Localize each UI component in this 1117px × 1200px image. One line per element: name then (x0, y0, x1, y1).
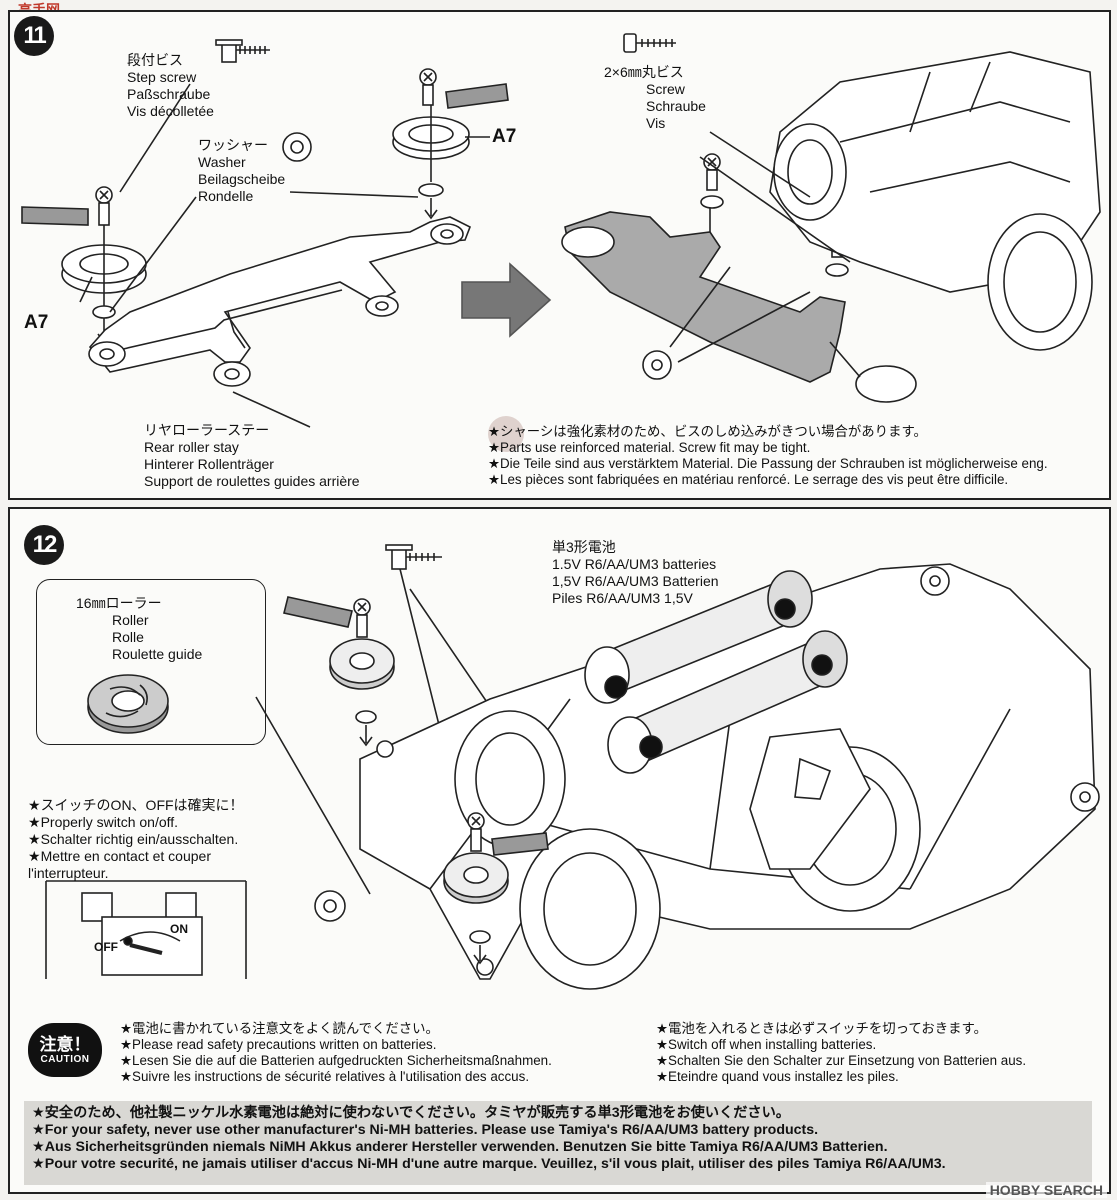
a7-roller-right (392, 105, 470, 182)
switch-notes: スイッチのON、OFFは確実に！ Properly switch on/off.… (28, 797, 244, 882)
step-12-badge: 12 (24, 525, 64, 565)
battery-bottom (607, 630, 848, 774)
switch-on-label: ON (170, 922, 188, 936)
a7-roller-left (61, 225, 147, 312)
grease-tube-icon (445, 83, 509, 109)
grease-tube-lower-icon (491, 832, 549, 856)
washer-icon (282, 132, 312, 162)
step-screw-icon (385, 544, 442, 570)
roller-label: 16㎜ローラー Roller Rolle Roulette guide (76, 595, 203, 662)
roller-inset (36, 579, 266, 745)
chassis (359, 563, 1100, 990)
step-11-badge: 11 (14, 16, 54, 56)
battery-warning-box: 安全のため、他社製ニッケル水素電池は絶対に使わないでください。タミヤが販売する単… (24, 1101, 1092, 1185)
roller-16mm-icon (87, 674, 169, 734)
caution-notes-left: 電池に書かれている注意文をよく読んでください。Please read safet… (120, 1021, 552, 1085)
battery-warning-text: 安全のため、他社製ニッケル水素電池は絶対に使わないでください。タミヤが販売する単… (32, 1105, 946, 1173)
step-11-notes: シャーシは強化素材のため、ビスのしめ込みがきつい場合があります。Parts us… (488, 424, 1048, 488)
step-11-illustration (21, 33, 1101, 452)
step-12-panel: 12 (8, 507, 1111, 1194)
screw-2x6-icon (623, 33, 676, 53)
rear-roller-stay (88, 216, 472, 387)
a7-right-label: A7 (492, 126, 517, 147)
caution-badge: 注意！ CAUTION (28, 1023, 102, 1077)
step-12-illustration (45, 544, 1100, 990)
screw-icon (419, 68, 437, 106)
step-11-panel: 11 (8, 10, 1111, 500)
chassis (699, 51, 1101, 351)
switch-off-label: OFF (94, 940, 118, 954)
screw-2x6-label: 2×6㎜丸ビス Screw Schraube Vis (604, 64, 706, 131)
a7-left-label: A7 (24, 312, 49, 333)
battery-top (584, 570, 813, 704)
caution-notes-right: 電池を入れるときは必ずスイッチを切っておきます。Switch off when … (656, 1021, 1026, 1085)
grease-tube-icon (283, 596, 353, 628)
step-screw-icon (215, 39, 270, 63)
next-step-arrow-icon (461, 262, 552, 338)
grease-tube-left-icon (21, 206, 89, 226)
assembled-rear-stay (561, 202, 917, 403)
switch-inset (45, 880, 247, 979)
watermark-bottom: HOBBY SEARCH (985, 1182, 1107, 1198)
